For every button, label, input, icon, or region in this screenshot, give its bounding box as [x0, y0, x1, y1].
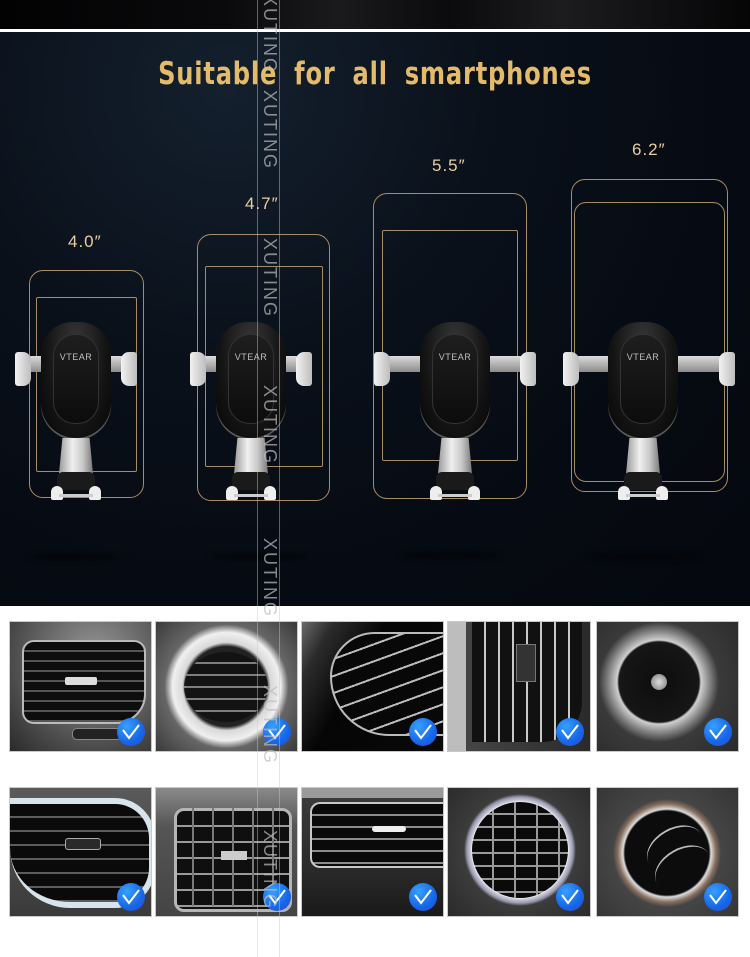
vent-photo-vertical-slat — [447, 621, 591, 752]
car-mount-holder: VTEAR — [190, 322, 312, 512]
check-badge — [704, 718, 732, 746]
check-icon — [561, 889, 579, 905]
check-icon — [122, 889, 140, 905]
check-icon — [414, 889, 432, 905]
check-badge — [117, 718, 145, 746]
vent-photo-curved-chrome-trim — [9, 787, 152, 917]
banner-title: Suitable for all smartphones — [158, 56, 592, 92]
check-badge — [704, 883, 732, 911]
check-badge — [556, 883, 584, 911]
size-label-4-7: 4.7″ — [245, 194, 279, 213]
vent-photo-curved-horizontal — [301, 621, 444, 752]
brand-logo: VTEAR — [234, 352, 268, 362]
car-mount-holder: VTEAR — [563, 322, 735, 512]
vent-photo-round-louver — [596, 787, 739, 917]
check-icon — [561, 724, 579, 740]
check-icon — [709, 724, 727, 740]
check-icon — [268, 889, 286, 905]
brand-logo: VTEAR — [438, 352, 472, 362]
brand-logo: VTEAR — [626, 352, 660, 362]
check-badge — [409, 883, 437, 911]
top-photo-strip — [0, 0, 750, 29]
brand-logo: VTEAR — [59, 352, 93, 362]
check-badge — [409, 718, 437, 746]
vent-photo-round-grid — [447, 787, 591, 917]
check-icon — [414, 724, 432, 740]
check-icon — [268, 724, 286, 740]
car-mount-holder: VTEAR — [374, 322, 536, 512]
vent-photo-grid — [155, 787, 298, 917]
check-badge — [117, 883, 145, 911]
check-badge — [263, 718, 291, 746]
divider — [0, 29, 750, 32]
size-label-6-2: 6.2″ — [632, 140, 666, 159]
check-icon — [122, 724, 140, 740]
vent-photo-round-ring — [155, 621, 298, 752]
phone-outline-5-5 — [373, 193, 527, 499]
phone-outline-4-0 — [29, 270, 144, 498]
size-label-4-0: 4.0″ — [68, 232, 102, 251]
check-badge — [556, 718, 584, 746]
vent-photo-rectangular-horizontal — [9, 621, 152, 752]
check-icon — [709, 889, 727, 905]
vent-photo-round-spoke — [596, 621, 739, 752]
check-badge — [263, 883, 291, 911]
vent-photo-wide-horizontal — [301, 787, 444, 917]
car-mount-holder: VTEAR — [15, 322, 137, 512]
phone-outline-6-2 — [571, 179, 728, 492]
phone-size-banner: Suitable for all smartphones 4.0″ 4.7″ 5… — [0, 32, 750, 606]
size-label-5-5: 5.5″ — [432, 156, 466, 175]
